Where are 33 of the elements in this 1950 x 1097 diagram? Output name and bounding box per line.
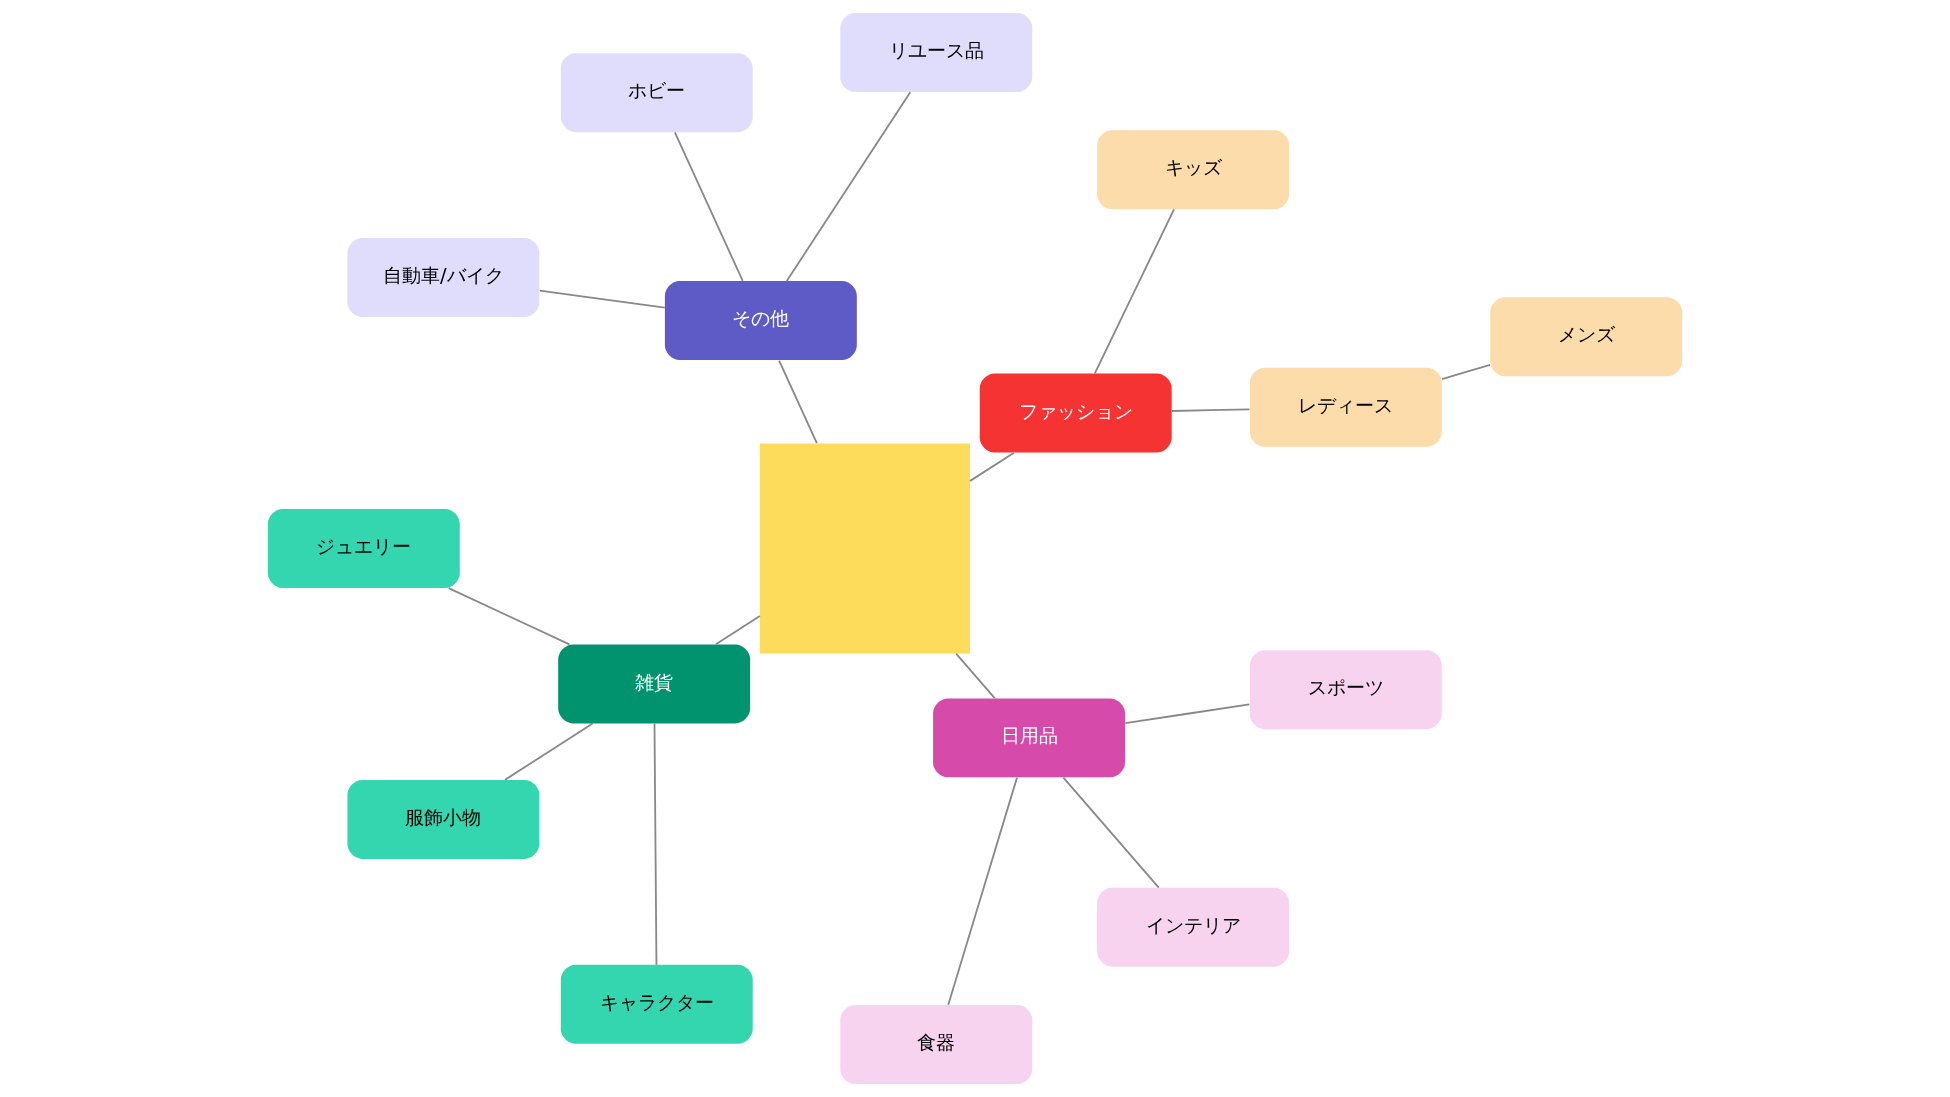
- node-box: その他: [664, 281, 857, 361]
- node-box: 服飾小物: [347, 779, 540, 859]
- node-box: ジュエリー: [267, 509, 460, 588]
- node-box: ホビー: [560, 53, 753, 133]
- connector: [673, 131, 744, 282]
- node-box: スポーツ: [1249, 650, 1442, 730]
- node-box: レディース: [1249, 367, 1442, 447]
- node-box: キッズ: [1097, 130, 1290, 210]
- node-box: 日用品: [933, 698, 1125, 778]
- connector: [955, 652, 996, 700]
- node-box: 自動車/バイク: [347, 238, 540, 318]
- node-box: ファッション: [979, 373, 1172, 453]
- connector: [538, 289, 666, 309]
- node-box: インテリア: [1097, 887, 1290, 967]
- connector: [504, 722, 594, 781]
- node-box: メンズ: [1490, 297, 1683, 377]
- node-box: [759, 443, 970, 654]
- connector: [969, 451, 1015, 482]
- connector: [785, 91, 912, 282]
- connector: [1124, 703, 1251, 725]
- connector: [1171, 408, 1251, 412]
- connector: [1441, 364, 1492, 380]
- node-box: リユース品: [840, 13, 1033, 92]
- connector: [1093, 208, 1175, 375]
- node-box: 食器: [840, 1005, 1033, 1084]
- connector: [1062, 776, 1160, 889]
- connector: [947, 776, 1018, 1006]
- node-box: 雑貨: [558, 644, 751, 724]
- connector: [715, 615, 761, 646]
- node-box: キャラクター: [560, 964, 753, 1044]
- connector: [653, 722, 658, 966]
- connector: [778, 359, 818, 445]
- connector: [447, 587, 571, 646]
